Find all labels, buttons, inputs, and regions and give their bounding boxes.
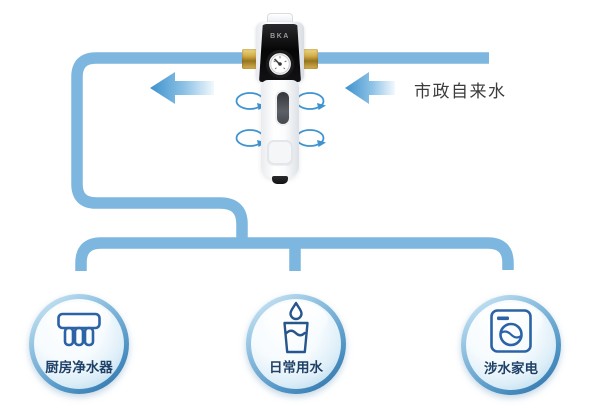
device-body xyxy=(261,80,299,178)
outlet-node-kitchen-purifier: 厨房净水器 xyxy=(29,294,129,394)
brand-label: BKA xyxy=(270,33,290,40)
pipes xyxy=(71,52,514,271)
sight-window xyxy=(277,92,289,124)
device-front-panel: BKA xyxy=(259,24,301,82)
pipe-manifold xyxy=(75,237,514,271)
outlet-label: 日常用水 xyxy=(269,360,323,375)
source-label: 市政自来水 xyxy=(414,82,507,101)
water-glass-icon xyxy=(283,301,309,354)
flow-arrow-left-icon xyxy=(150,72,214,104)
washing-machine-icon xyxy=(490,309,532,353)
pipe-main-loop xyxy=(71,52,489,245)
pressure-gauge-icon xyxy=(265,49,295,79)
node-glass-face xyxy=(251,299,341,389)
water-purifier-icon xyxy=(57,312,101,347)
brass-fitting-right xyxy=(300,49,318,69)
flow-arrow-right-icon xyxy=(345,72,395,104)
node-glass-face xyxy=(466,300,556,390)
outlet-label: 厨房净水器 xyxy=(45,360,113,375)
brass-fitting-left xyxy=(242,49,260,69)
outlet-node-daily-water: 日常用水 xyxy=(246,294,346,394)
outlet-label: 涉水家电 xyxy=(484,361,538,376)
device-drain-cap xyxy=(272,176,288,184)
device-head: BKA xyxy=(256,22,304,82)
flush-button xyxy=(267,140,293,165)
flow-arrows xyxy=(150,72,395,104)
outlet-node-water-appliances: 涉水家电 xyxy=(461,295,561,395)
